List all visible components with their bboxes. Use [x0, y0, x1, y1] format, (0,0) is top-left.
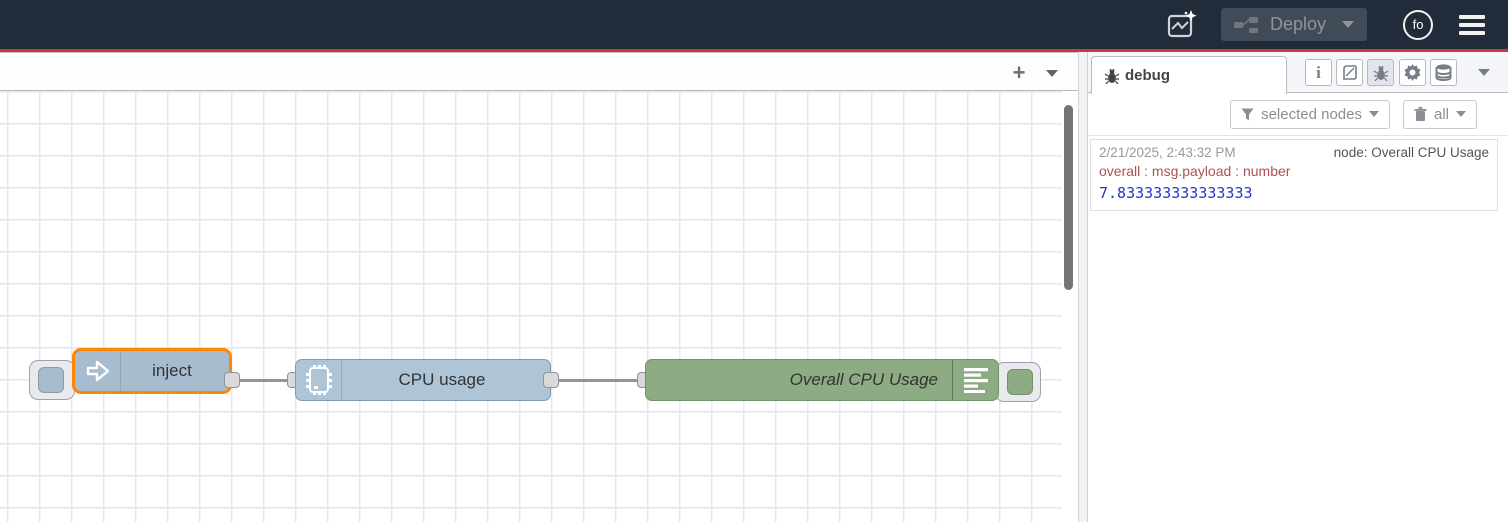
clear-caret-icon [1456, 111, 1466, 117]
debug-message-source: node: Overall CPU Usage [1333, 145, 1489, 160]
debug-bug-icon [1373, 65, 1388, 81]
cpu-usage-node[interactable]: CPU usage [295, 359, 551, 401]
deploy-button[interactable]: Deploy [1221, 8, 1367, 41]
deploy-alert-line [0, 49, 1508, 52]
deploy-caret-icon[interactable] [1342, 21, 1355, 28]
cpu-chip-icon [305, 365, 332, 395]
debug-filter-toolbar: selected nodes all [1088, 93, 1508, 136]
debug-toggle-button[interactable] [1007, 369, 1033, 395]
sidebar-tab-row: debug i [1088, 52, 1508, 94]
inject-node[interactable]: inject [72, 348, 232, 394]
gear-icon [1404, 64, 1421, 81]
debug-node-icon-section [952, 360, 998, 400]
add-flow-button[interactable]: + [1012, 60, 1026, 85]
user-avatar[interactable]: fo [1403, 9, 1433, 40]
menu-icon-bar [1459, 22, 1485, 27]
inject-output-port[interactable] [224, 372, 240, 388]
tab-debug-label: debug [1125, 67, 1170, 84]
info-icon: i [1316, 62, 1321, 82]
cpu-output-port[interactable] [543, 372, 559, 388]
cpu-node-label: CPU usage [398, 370, 486, 389]
sidebar-splitter[interactable] [1078, 52, 1088, 522]
main-menu-button[interactable] [1459, 14, 1485, 35]
sidebar-caret-icon[interactable] [1478, 69, 1490, 76]
menu-icon-bar [1459, 14, 1485, 19]
funnel-icon [1241, 108, 1254, 120]
wire-cpu-to-debug[interactable] [553, 378, 643, 382]
app-header: Deploy fo [0, 0, 1508, 49]
debug-node[interactable]: Overall CPU Usage [645, 359, 999, 401]
debug-sidebar: debug i [1088, 52, 1508, 522]
inject-node-icon-section [75, 351, 121, 391]
sidebar-config-button[interactable] [1399, 59, 1426, 86]
flow-canvas[interactable]: inject CPU usage Overall CPU Usage [0, 91, 1062, 522]
sidebar-info-button[interactable]: i [1305, 59, 1332, 86]
debug-lines-icon [963, 368, 988, 393]
inject-node-label: inject [152, 361, 192, 380]
inject-arrow-icon [86, 360, 109, 382]
flow-sparkle-icon [1167, 9, 1197, 37]
debug-message-value[interactable]: 7.833333333333333 [1099, 184, 1253, 202]
clear-messages-label: all [1433, 105, 1449, 123]
debug-message-path[interactable]: overall : msg.payload : number [1099, 163, 1291, 179]
database-icon [1435, 64, 1452, 81]
debug-node-label: Overall CPU Usage [789, 370, 938, 389]
trash-icon [1414, 106, 1427, 121]
inject-trigger-button[interactable] [38, 367, 64, 393]
book-icon [1342, 64, 1357, 80]
deploy-icon [1233, 16, 1258, 33]
flow-list-caret-icon[interactable] [1046, 70, 1058, 77]
tab-debug[interactable]: debug [1091, 56, 1287, 94]
cpu-node-icon-section [296, 360, 342, 400]
sidebar-debug-button[interactable] [1367, 59, 1394, 86]
menu-icon-bar [1459, 30, 1485, 35]
scrollbar-thumb[interactable] [1064, 105, 1073, 290]
debug-message[interactable]: 2/21/2025, 2:43:32 PM node: Overall CPU … [1090, 139, 1498, 211]
debug-message-timestamp: 2/21/2025, 2:43:32 PM [1099, 145, 1236, 160]
clear-messages-button[interactable]: all [1402, 99, 1477, 129]
sidebar-help-button[interactable] [1336, 59, 1363, 86]
assistant-button[interactable] [1165, 8, 1199, 42]
workspace-tab-strip: + [0, 52, 1078, 91]
sidebar-context-button[interactable] [1430, 59, 1457, 86]
deploy-label: Deploy [1269, 14, 1327, 34]
debug-message-list: 2/21/2025, 2:43:32 PM node: Overall CPU … [1088, 136, 1508, 211]
filter-nodes-label: selected nodes [1261, 105, 1362, 123]
bug-icon [1104, 68, 1120, 84]
debug-message-meta: 2/21/2025, 2:43:32 PM node: Overall CPU … [1099, 145, 1489, 160]
filter-nodes-button[interactable]: selected nodes [1230, 99, 1390, 129]
wire-inject-to-cpu[interactable] [234, 378, 294, 382]
canvas-vertical-scrollbar[interactable] [1062, 91, 1078, 522]
filter-caret-icon [1368, 111, 1379, 117]
